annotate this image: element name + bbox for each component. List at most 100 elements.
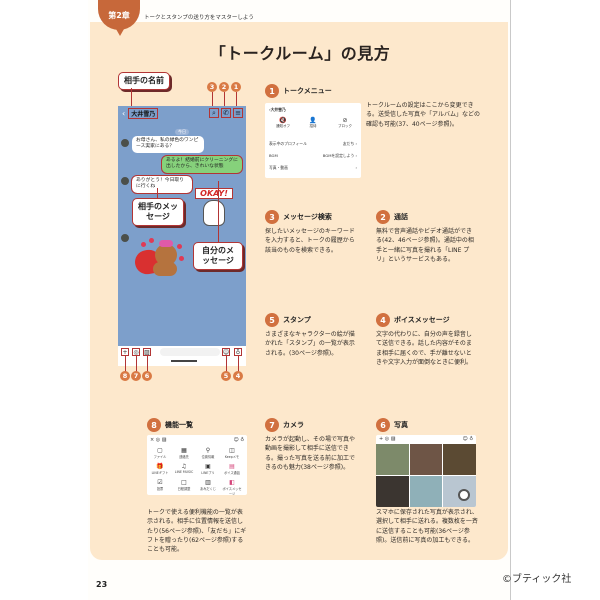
sticker-character — [203, 200, 225, 226]
photo-thumbnail[interactable] — [410, 476, 442, 507]
sticker-sign: OKAY! — [195, 188, 233, 199]
section-title: スタンプ — [283, 316, 311, 324]
camera-icon[interactable]: ◎ — [132, 348, 140, 356]
chat-input-bar: + ◎ ▨ ☺ ♁ — [118, 346, 246, 366]
home-indicator — [171, 360, 197, 362]
feature-voice-message: ◧ボイスメッセージ — [222, 479, 242, 495]
section-3-text: 探したいメッセージのキーワードを入力すると、トークの履歴から該当のものを検索でき… — [265, 228, 355, 254]
phone-icon[interactable]: ✆ — [221, 108, 231, 118]
feature-schedule: □日程調整 — [177, 479, 191, 491]
emoji-icon[interactable]: ☺ — [222, 348, 230, 356]
leader-line — [136, 356, 137, 372]
leader-line — [224, 92, 225, 106]
menu-contact-name: 大井雪乃 — [270, 107, 286, 112]
feature-file: ▢ファイル — [153, 447, 167, 459]
message-input[interactable] — [160, 348, 220, 356]
date-chip: 今日 — [175, 129, 189, 135]
photo-thumbnail[interactable] — [376, 476, 409, 507]
copyright: ©ブティック社 — [502, 574, 572, 585]
mic-icon[interactable]: ♁ — [234, 348, 242, 356]
menu-row: 写真・動画› — [269, 165, 357, 170]
mute-icon: 🔇 — [279, 117, 287, 124]
section-number: 2 — [376, 210, 390, 224]
heart-icon — [149, 238, 154, 243]
leader-line — [125, 356, 126, 372]
number-badge-8: 8 — [120, 371, 130, 381]
bear-character — [155, 244, 177, 266]
leader-line — [212, 92, 213, 106]
section-title: 機能一覧 — [165, 421, 193, 429]
feature-amida: ▥あみだくじ — [200, 479, 216, 491]
photo-thumbnail[interactable] — [410, 444, 442, 475]
feature-location: ⚲位置情報 — [201, 447, 215, 459]
section-number: 5 — [265, 313, 279, 327]
section-4-text: 文字の代わりに、自分の声を録音して送信できる。話した内容がそのまま相手に届くので… — [376, 331, 473, 366]
bear-heart-sticker — [133, 238, 185, 282]
my-message-label: 自分のメッセージ — [193, 242, 243, 270]
talk-menu-screenshot: ‹ 大井雪乃 🔇通知オフ 👤招待 ⊘ブロック 表示中のプロフィール友だち › B… — [265, 103, 361, 178]
contact-name: 大井雪乃 — [128, 107, 159, 119]
invite-item: 👤招待 — [303, 117, 323, 129]
page-title: 「トークルーム」の見方 — [209, 44, 391, 63]
feature-poll: ☑投票 — [156, 479, 164, 491]
section-2-heading: 2 通話 — [376, 210, 408, 224]
section-7-text: カメラが起動し、その場で写真や動画を撮影して相手に送信できる。撮った写真を送る前… — [265, 436, 356, 471]
toolbar-right-icons: ☺ ♁ — [462, 436, 473, 442]
leader-line — [226, 356, 227, 372]
menu-row: 表示中のプロフィール友だち › — [269, 141, 357, 146]
back-icon: ‹ — [269, 107, 271, 112]
section-number: 4 — [376, 313, 390, 327]
search-icon[interactable]: ⌕ — [209, 108, 219, 118]
avatar — [121, 177, 129, 185]
section-number: 3 — [265, 210, 279, 224]
section-title: ボイスメッセージ — [394, 316, 450, 324]
number-badge-6: 6 — [142, 371, 152, 381]
photo-thumbnail[interactable] — [443, 444, 476, 475]
section-1-heading: 1 トークメニュー — [265, 84, 332, 98]
image-icon[interactable]: ▨ — [143, 348, 151, 356]
leader-line — [236, 92, 237, 106]
photo-thumbnail[interactable] — [376, 444, 409, 475]
message-other: ありがとう！今日取りに行くね — [131, 175, 193, 194]
toolbar-right-icons: ☺ ♁ — [233, 437, 244, 443]
heart-icon — [141, 242, 146, 247]
avatar — [121, 234, 129, 242]
section-5-text: さまざまなキャラクターの絵が描かれた「スタンプ」の一覧が表示される。(30ページ… — [265, 331, 355, 357]
number-badge-1: 1 — [231, 82, 241, 92]
chat-header: ‹ 大井雪乃 ⌕ ✆ ≡ — [118, 106, 246, 120]
section-number: 6 — [376, 418, 390, 432]
photo-picker-screenshot: + ◎ ▨ ☺ ♁ — [376, 435, 476, 507]
toolbar-icons: + ◎ ▨ — [379, 436, 396, 442]
section-title: 写真 — [394, 421, 408, 429]
avatar — [121, 139, 129, 147]
leader-line — [238, 356, 239, 372]
number-badge-4: 4 — [233, 371, 243, 381]
feature-voice-call: ▤ボイス通話 — [224, 463, 240, 475]
number-badge-5: 5 — [221, 371, 231, 381]
menu-icon[interactable]: ≡ — [233, 108, 243, 118]
mute-item: 🔇通知オフ — [273, 117, 293, 129]
camera-shutter-icon[interactable] — [458, 489, 470, 501]
leader-line — [131, 88, 132, 110]
section-number: 1 — [265, 84, 279, 98]
feature-gift: 🎁LINEギフト — [151, 463, 169, 475]
section-8-heading: 8 機能一覧 — [147, 418, 193, 432]
section-6-text: スマホに保存された写真が表示され、選択して相手に送れる。複数枚を一斉に送信するこ… — [376, 509, 478, 544]
back-icon[interactable]: ‹ — [122, 108, 126, 118]
section-4-heading: 4 ボイスメッセージ — [376, 313, 450, 327]
number-badge-2: 2 — [219, 82, 229, 92]
section-title: 通話 — [394, 213, 408, 221]
leader-line — [147, 356, 148, 372]
invite-icon: 👤 — [309, 117, 317, 124]
section-title: トークメニュー — [283, 87, 332, 95]
section-8-text: トークで使える便利機能の一覧が表示される。相手に位置情報を送信したり(56ページ… — [147, 509, 247, 554]
heart-icon — [177, 244, 182, 249]
number-badge-7: 7 — [131, 371, 141, 381]
bow-icon — [159, 240, 173, 247]
plus-icon[interactable]: + — [121, 348, 129, 356]
chat-screenshot: ‹ 大井雪乃 ⌕ ✆ ≡ 今日 お母さん、私の緑色のワンピース実家にある？ ある… — [118, 106, 246, 366]
leader-line — [218, 181, 219, 242]
toolbar-icons: × ◎ ▨ — [150, 437, 167, 443]
section-title: メッセージ検索 — [283, 213, 332, 221]
